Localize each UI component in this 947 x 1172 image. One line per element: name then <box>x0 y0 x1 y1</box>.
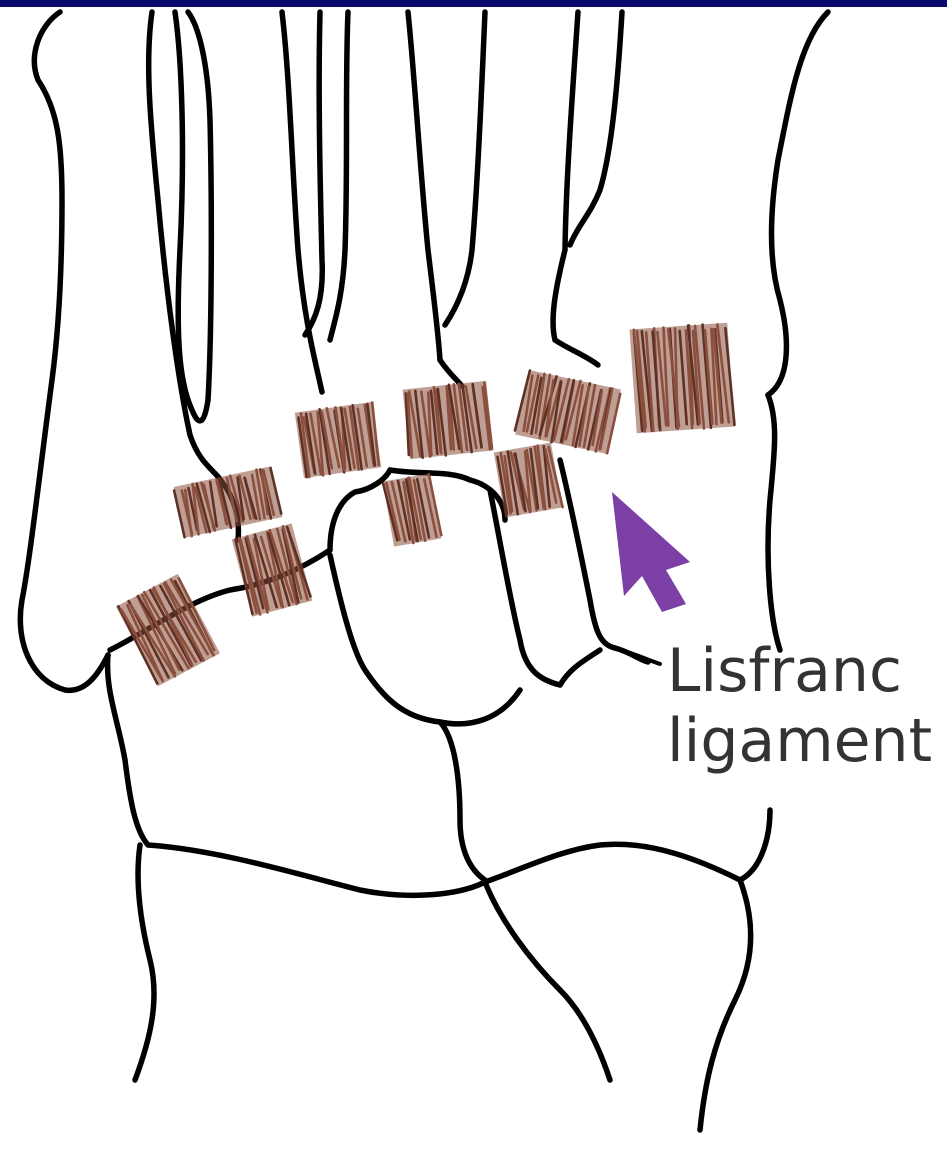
bone-outlines <box>20 12 828 1130</box>
cuboid-right <box>768 395 780 650</box>
ligament-bundle-medial-low <box>116 574 220 686</box>
label-leader-line <box>615 648 660 664</box>
cuboid-joint <box>560 460 615 648</box>
ligament-bundle-fourth-upper <box>514 370 621 454</box>
fifth-metatarsal-outline <box>553 12 578 340</box>
calcaneus-right <box>700 880 751 1130</box>
calcaneus-joint <box>485 844 740 882</box>
ligament-bundle-second-upper <box>295 402 382 478</box>
third-metatarsal-outline <box>282 12 322 392</box>
lisfranc-ligament-label: Lisfranc ligament <box>667 636 932 776</box>
third-metatarsal-inner <box>305 12 322 335</box>
third-metatarsal-base-joint <box>440 360 462 386</box>
ligament-bundle-second-base <box>232 523 313 616</box>
ligament-bundle-lateral <box>629 323 734 434</box>
cuboid-medial <box>490 490 560 685</box>
fourth-metatarsal-inner <box>445 12 485 325</box>
calcaneus-lateral <box>740 810 770 880</box>
third-metatarsal-medial <box>330 12 348 340</box>
label-line-1: Lisfranc <box>667 636 932 706</box>
fifth-metatarsal-base <box>768 12 828 395</box>
ligament-bundle-medial-upper <box>173 466 282 538</box>
ligament-bundle-fourth-base <box>494 442 563 517</box>
first-metatarsal-outline <box>20 12 108 690</box>
cuneiform-lower-border <box>108 655 148 845</box>
intermediate-cuneiform-lateral <box>330 470 390 550</box>
navicular-medial <box>440 722 485 880</box>
talus-outline <box>485 882 610 1080</box>
label-line-2: ligament <box>667 706 932 776</box>
fourth-metatarsal-base-joint <box>555 340 598 365</box>
lateral-cuneiform-outline <box>330 555 520 724</box>
cuboid-lower <box>560 650 600 685</box>
arrow-pointer-icon <box>612 492 690 612</box>
navicular-lower <box>148 845 485 895</box>
fourth-metatarsal-outline <box>408 12 440 360</box>
navicular-lower-left <box>135 845 154 1080</box>
ligament-bundle-third-upper <box>402 381 493 459</box>
ligament-bundle-third-base <box>383 473 442 546</box>
second-metatarsal-outline <box>175 12 211 421</box>
